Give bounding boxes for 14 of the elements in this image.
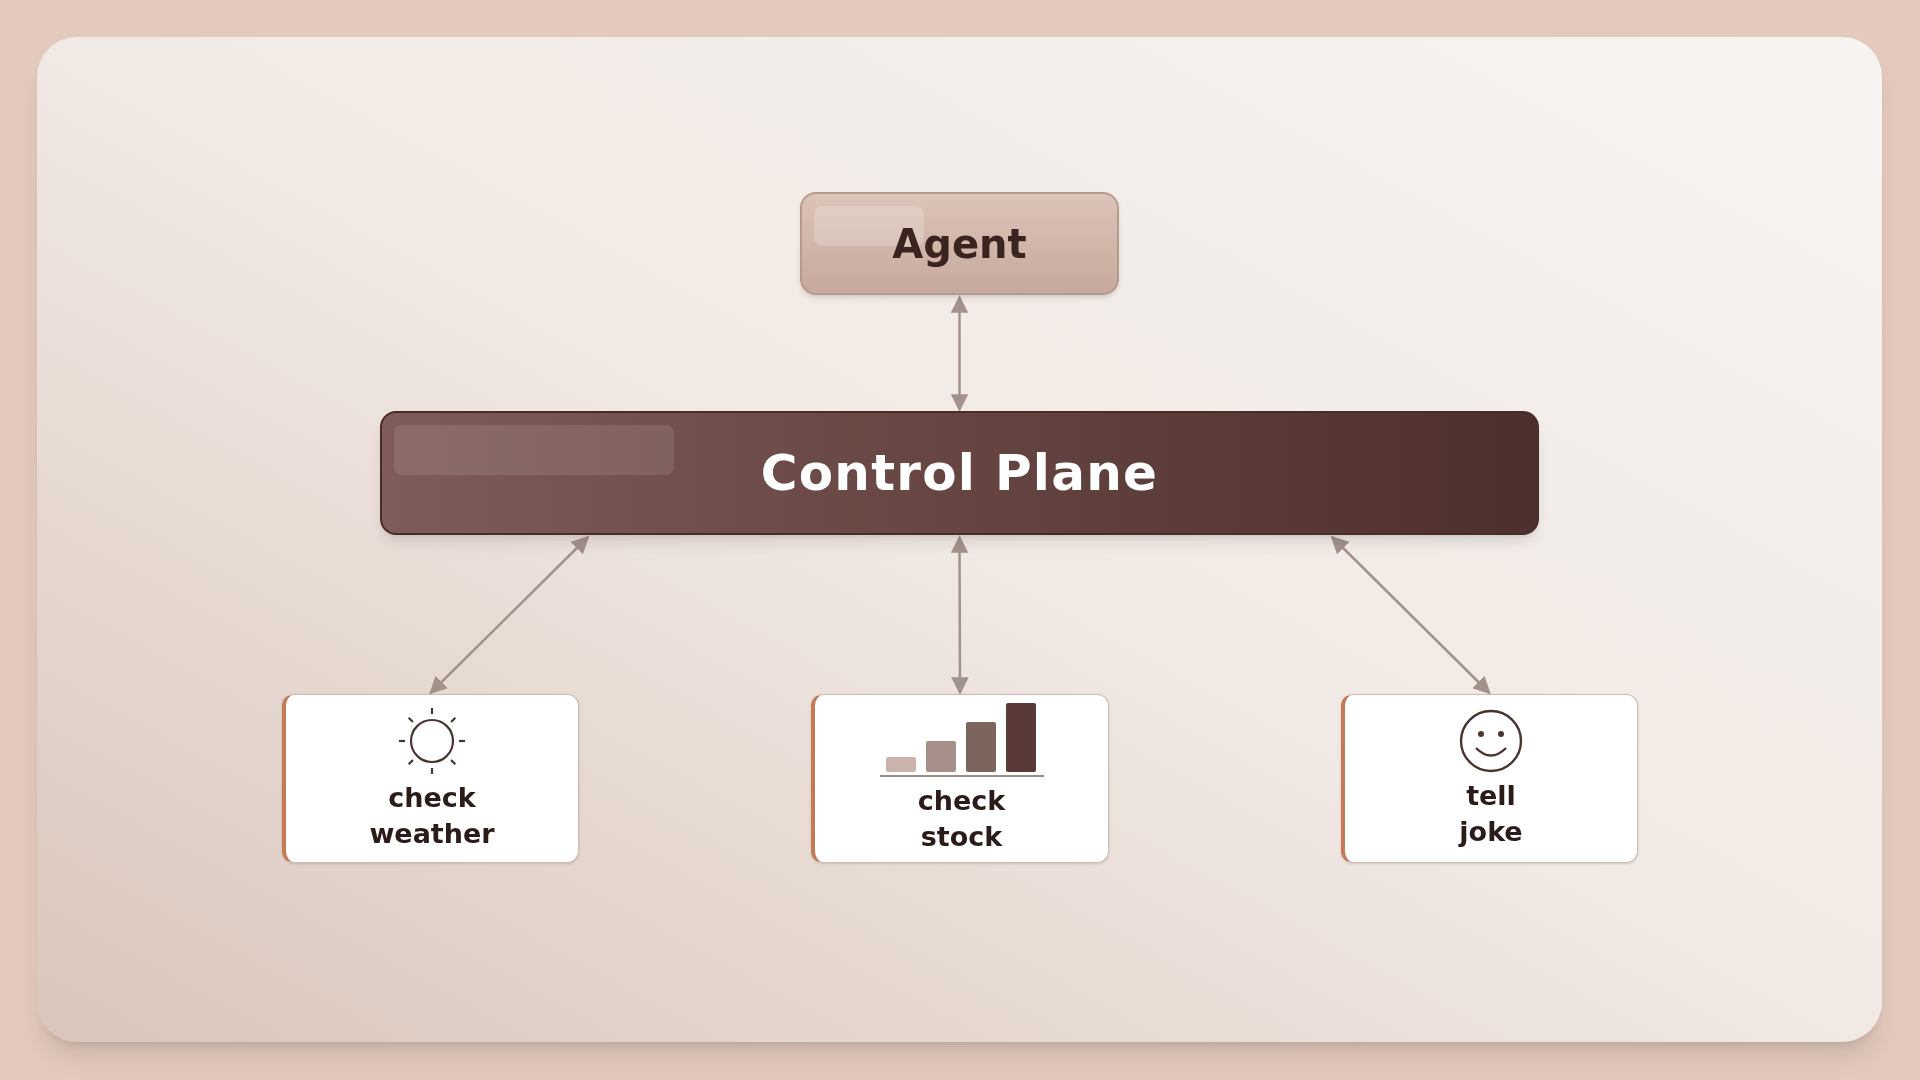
tool-card (811, 694, 1109, 863)
node-label: Control Plane (760, 442, 1159, 504)
agent-box (800, 192, 1119, 295)
double-arrow (950, 295, 969, 412)
node-label: check weather (369, 780, 495, 851)
double-arrow (950, 535, 969, 695)
node-label: check stock (917, 783, 1006, 854)
control-plane-bar (380, 411, 1539, 535)
node-label: Agent (892, 219, 1027, 269)
node-label: tell joke (1459, 778, 1523, 849)
tool-card (282, 694, 579, 863)
tool-card (1341, 694, 1638, 863)
double-arrow (429, 535, 590, 695)
double-arrow (1330, 535, 1491, 695)
